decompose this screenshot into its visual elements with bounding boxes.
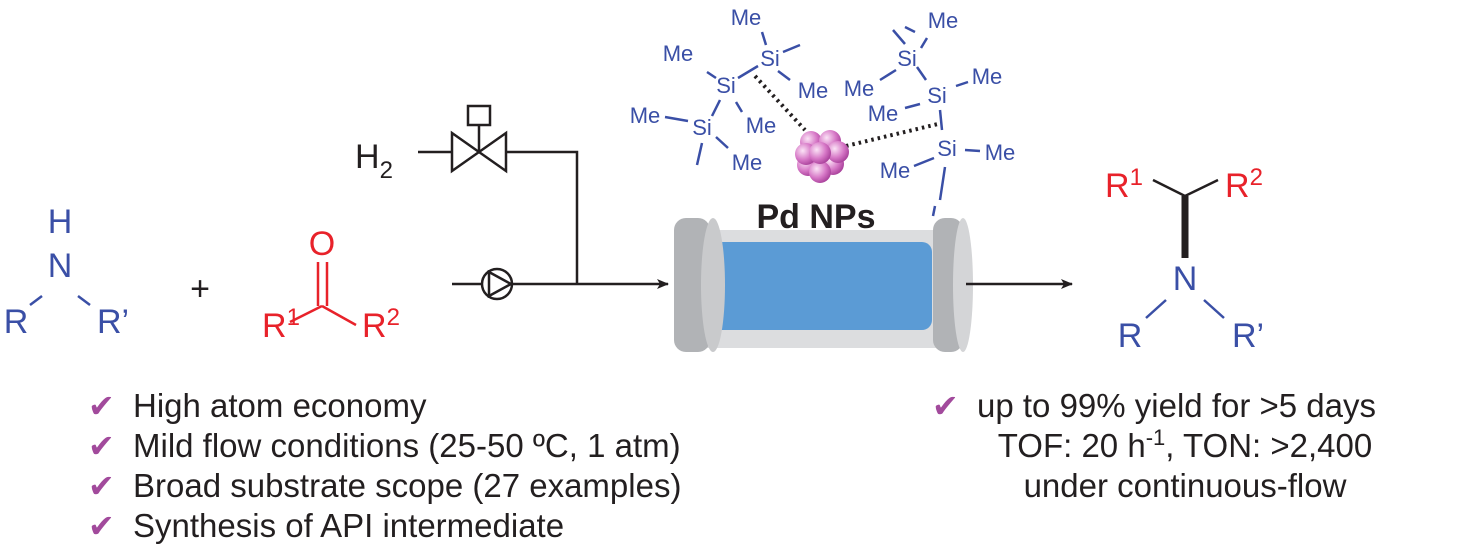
amine-h: H	[48, 203, 73, 241]
hashed-bond	[845, 122, 939, 148]
feature-item: High atom economy	[133, 387, 427, 424]
svg-text:Me: Me	[868, 101, 899, 126]
check-icon: ✔	[88, 508, 115, 544]
amine-bonds	[29, 295, 91, 306]
ketone-reactant: O R1 R2	[262, 225, 400, 345]
svg-text:Me: Me	[663, 41, 694, 66]
feature-item: Synthesis of API intermediate	[133, 507, 564, 544]
features-left-list: ✔ High atom economy ✔ Mild flow conditio…	[88, 387, 681, 544]
svg-text:Me: Me	[746, 113, 777, 138]
svg-text:Me: Me	[928, 8, 959, 33]
hashed-bond	[753, 74, 807, 132]
svg-text:Si: Si	[692, 115, 712, 140]
feature-item: Mild flow conditions (25-50 ºC, 1 atm)	[133, 427, 681, 464]
ketone-r2: R2	[362, 304, 400, 345]
svg-text:Si: Si	[927, 83, 947, 108]
svg-text:Me: Me	[844, 76, 875, 101]
svg-text:Me: Me	[798, 78, 829, 103]
product-r: R	[1118, 317, 1143, 355]
product-r-prime: R’	[1232, 317, 1264, 355]
svg-text:Si: Si	[716, 73, 736, 98]
product-r2: R2	[1225, 164, 1263, 205]
svg-text:Si: Si	[760, 46, 780, 71]
amine-product: R1 R2 N R R’	[1105, 164, 1264, 355]
pd-nanoparticle-icon	[795, 130, 849, 183]
svg-text:Me: Me	[630, 103, 661, 128]
amine-r-prime: R’	[97, 303, 129, 341]
polysilane-ligand: Me Si Me Si Me Me Si Me Me Me Si Me Me S…	[630, 5, 1016, 217]
amine-n: N	[48, 247, 73, 285]
svg-text:Me: Me	[972, 64, 1003, 89]
svg-text:Si: Si	[937, 136, 957, 161]
feature-item: Broad substrate scope (27 examples)	[133, 467, 681, 504]
svg-text:Me: Me	[880, 158, 911, 183]
h2-feed-line	[506, 150, 579, 284]
svg-text:Me: Me	[732, 150, 763, 175]
pump-icon	[480, 267, 514, 301]
amine-r: R	[4, 303, 29, 341]
ketone-r1: R1	[262, 304, 300, 345]
yield-text: up to 99% yield for >5 days	[977, 387, 1376, 424]
svg-text:Me: Me	[731, 5, 762, 30]
check-icon: ✔	[88, 428, 115, 464]
amine-reactant: H N R R’	[4, 203, 129, 341]
svg-text:Si: Si	[897, 46, 917, 71]
product-r1: R1	[1105, 164, 1143, 205]
reactor-column	[674, 218, 973, 352]
flow-text: under continuous-flow	[1024, 467, 1347, 504]
check-icon: ✔	[88, 388, 115, 424]
svg-text:Me: Me	[985, 140, 1016, 165]
check-icon: ✔	[932, 388, 959, 424]
ketone-o: O	[309, 225, 335, 263]
product-n: N	[1173, 260, 1198, 298]
plus-sign: +	[190, 270, 210, 308]
catalyst-label: Pd NPs	[756, 198, 875, 236]
valve-icon	[450, 104, 508, 174]
h2-label: H2	[355, 138, 393, 184]
features-right-list: ✔ up to 99% yield for >5 days TOF: 20 h-…	[932, 387, 1376, 504]
ketone-bonds	[289, 262, 357, 327]
tof-ton-text: TOF: 20 h-1, TON: >2,400	[998, 425, 1373, 464]
check-icon: ✔	[88, 468, 115, 504]
